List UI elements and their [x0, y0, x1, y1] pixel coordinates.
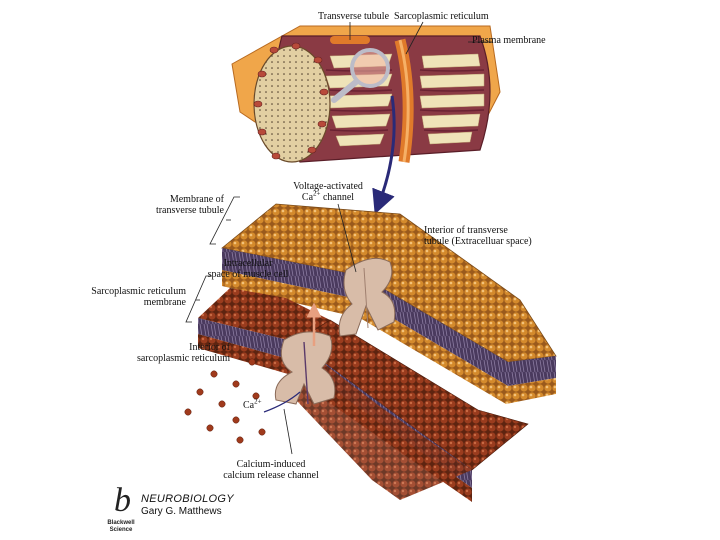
sr-membrane-line2: membrane	[90, 297, 186, 308]
book-title: NEUROBIOLOGY	[141, 493, 234, 505]
publisher-line1: Blackwell	[104, 520, 138, 527]
channel-text: channel	[320, 192, 354, 203]
label-voltage-channel: Voltage-activated Ca2+ channel	[292, 181, 364, 203]
interior-tt-line2: tubule (Extracelluar space)	[424, 236, 532, 247]
membrane-tt-line2: transverse tubule	[128, 205, 224, 216]
label-sarcoplasmic-reticulum: Sarcoplasmic reticulum	[394, 11, 489, 22]
intracellular-line2: space of muscle cell	[200, 269, 296, 280]
interior-tt-line1: Interior of transverse	[424, 225, 532, 236]
label-interior-sr: Interior of sarcoplasmic reticulum	[124, 342, 230, 364]
label-intracellular-space: Intracellular space of muscle cell	[200, 258, 296, 280]
voltage-channel-line1: Voltage-activated	[292, 181, 364, 192]
membrane-tt-line1: Membrane of	[128, 194, 224, 205]
interior-sr-line1: Interior of	[124, 342, 230, 353]
ca-text: Ca	[302, 192, 313, 203]
label-calcium-ion: Ca2+	[243, 400, 262, 411]
label-release-channel: Calcium-induced calcium release channel	[216, 459, 326, 481]
label-plasma-membrane: Plasma membrane	[472, 35, 546, 46]
voltage-activated-channel	[339, 258, 395, 336]
label-transverse-tubule: Transverse tubule	[318, 11, 389, 22]
release-channel-line2: calcium release channel	[216, 470, 326, 481]
label-interior-transverse-tubule: Interior of transverse tubule (Extracell…	[424, 225, 532, 247]
interior-sr-line2: sarcoplasmic reticulum	[124, 353, 230, 364]
sr-membrane-line1: Sarcoplasmic reticulum	[90, 286, 186, 297]
publisher-name: Blackwell Science	[104, 520, 138, 534]
book-author: Gary G. Matthews	[141, 506, 222, 517]
intracellular-line1: Intracellular	[200, 258, 296, 269]
publisher-line2: Science	[104, 527, 138, 534]
ca-ion-text: Ca	[243, 400, 254, 411]
voltage-channel-line2: Ca2+ channel	[292, 192, 364, 203]
label-membrane-transverse-tubule: Membrane of transverse tubule	[128, 194, 224, 216]
label-sr-membrane: Sarcoplasmic reticulum membrane	[90, 286, 186, 308]
ca-ion-superscript: 2+	[254, 398, 261, 406]
muscle-fiber	[232, 26, 500, 162]
publisher-logo: b	[114, 486, 131, 516]
release-channel-line1: Calcium-induced	[216, 459, 326, 470]
